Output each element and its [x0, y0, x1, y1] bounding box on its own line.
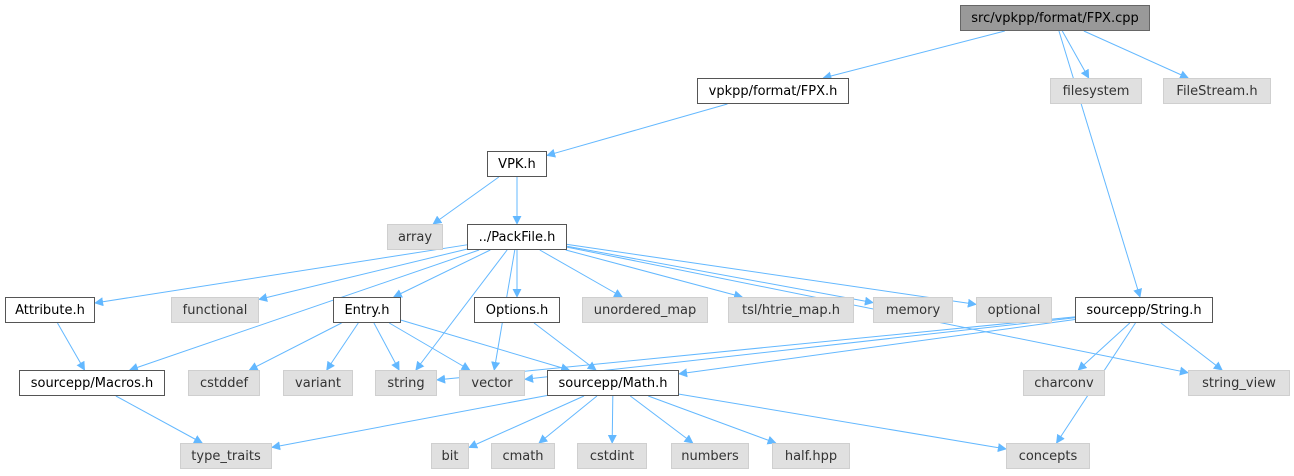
edge-math_h-to-type_traits — [271, 394, 548, 451]
node-vector: vector — [459, 370, 525, 396]
edge-math_h-to-cmath — [538, 395, 598, 444]
node-variant: variant — [283, 370, 353, 396]
edge-macros_h-to-type_traits — [115, 395, 203, 444]
node-htrie-map-h: tsl/htrie_map.h — [728, 297, 854, 323]
edge-math_h-to-half_hpp — [648, 395, 777, 445]
edge-packfile_h-to-unordered_map — [539, 249, 623, 298]
node-optional: optional — [976, 297, 1052, 323]
node-cstddef: cstddef — [188, 370, 260, 396]
edge-string_h-to-math_h — [678, 318, 1076, 378]
edge-string_h-to-string — [436, 316, 1076, 384]
edge-entry_h-to-math_h — [400, 319, 571, 373]
edge-packfile_h-to-memory — [566, 245, 874, 306]
edge-attribute_h-to-macros_h — [57, 322, 85, 371]
node-fpx-h[interactable]: vpkpp/format/FPX.h — [697, 78, 849, 104]
edge-string_h-to-vector — [524, 317, 1076, 383]
edge-packfile_h-to-attribute_h — [94, 244, 468, 307]
edge-packfile_h-to-functional — [258, 248, 468, 302]
node-math-h[interactable]: sourcepp/Math.h — [547, 370, 679, 396]
edge-entry_h-to-string — [373, 322, 400, 371]
edge-fpx_h-to-vpk_h — [546, 103, 728, 158]
edge-math_h-to-numbers — [629, 395, 694, 444]
edge-root-to-string_h — [1058, 30, 1142, 298]
edge-entry_h-to-vector — [389, 322, 471, 371]
node-array: array — [387, 224, 443, 250]
edge-root-to-fpx_h — [822, 30, 1005, 81]
edge-root-to-filesystem — [1061, 30, 1090, 79]
node-filesystem: filesystem — [1050, 78, 1142, 104]
node-numbers: numbers — [671, 443, 749, 469]
edge-entry_h-to-variant — [326, 322, 359, 371]
edge-packfile_h-to-entry_h — [392, 249, 491, 298]
node-concepts: concepts — [1006, 443, 1090, 469]
node-memory: memory — [873, 297, 953, 323]
node-functional: functional — [171, 297, 259, 323]
node-packfile-h[interactable]: ../PackFile.h — [467, 224, 567, 250]
node-vpk-h[interactable]: VPK.h — [487, 151, 547, 177]
node-string-view: string_view — [1188, 370, 1290, 396]
edge-entry_h-to-cstddef — [248, 322, 342, 371]
edge-root-to-filestream_h — [1083, 30, 1189, 79]
edge-vpk_h-to-array — [432, 176, 500, 225]
edge-options_h-to-math_h — [533, 322, 597, 371]
node-macros-h[interactable]: sourcepp/Macros.h — [19, 370, 165, 396]
node-cstdint: cstdint — [577, 443, 647, 469]
node-entry-h[interactable]: Entry.h — [333, 297, 401, 323]
edge-string_h-to-string_view — [1160, 322, 1223, 371]
edge-math_h-to-cstdint — [607, 395, 617, 444]
node-unordered-map: unordered_map — [582, 297, 708, 323]
edge-packfile_h-to-optional — [566, 243, 977, 308]
node-filestream-h: FileStream.h — [1163, 78, 1271, 104]
node-bit: bit — [431, 443, 469, 469]
edge-string_h-to-charconv — [1077, 322, 1131, 371]
edge-packfile_h-to-string — [415, 249, 508, 371]
node-type-traits: type_traits — [180, 443, 272, 469]
node-root-fpx-cpp[interactable]: src/vpkpp/format/FPX.cpp — [960, 5, 1150, 31]
node-options-h[interactable]: Options.h — [474, 297, 560, 323]
node-attribute-h[interactable]: Attribute.h — [5, 297, 95, 323]
node-string-h[interactable]: sourcepp/String.h — [1075, 297, 1213, 323]
node-string: string — [375, 370, 437, 396]
edge-packfile_h-to-macros_h — [128, 249, 480, 372]
node-charconv: charconv — [1023, 370, 1105, 396]
node-half-hpp: half.hpp — [772, 443, 850, 469]
node-cmath: cmath — [491, 443, 555, 469]
edge-math_h-to-bit — [468, 395, 585, 449]
edge-packfile_h-to-htrie_map_h — [565, 249, 744, 300]
edge-math_h-to-concepts — [678, 393, 1007, 453]
